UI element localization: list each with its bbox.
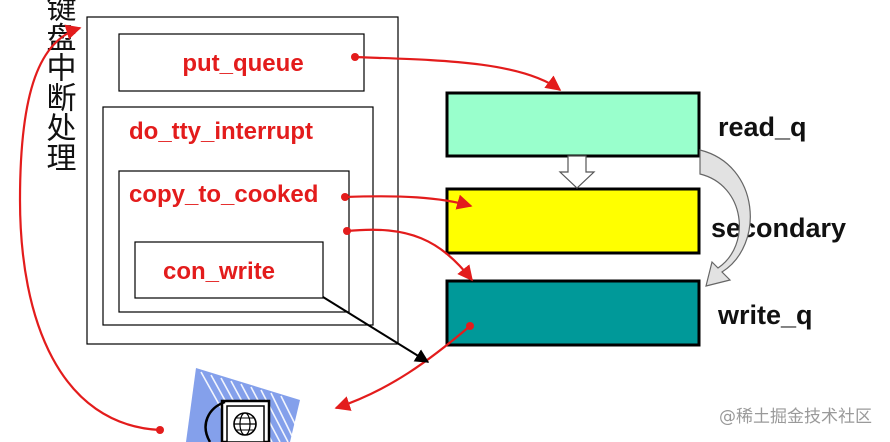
do-tty-interrupt-box: [102, 106, 374, 326]
do-tty-interrupt-label: do_tty_interrupt: [129, 118, 313, 145]
copy-to-cooked-to-secondary-arrow: [344, 194, 473, 210]
put-queue-to-read-q-arrow: [354, 55, 562, 91]
keyboard-to-handler-arrow: [18, 24, 161, 432]
side-label-keyboard-interrupt: 键盘中断处理: [41, 0, 77, 172]
write-q-to-device-arrow: [334, 325, 471, 411]
read-q-label: read_q: [718, 112, 807, 142]
put-queue-label: put_queue: [182, 50, 303, 77]
watermark: @稀土掘金技术社区: [719, 407, 872, 427]
write-q-buffer: [445, 279, 701, 347]
put-queue-box: [118, 33, 365, 92]
secondary-buffer: [445, 187, 701, 255]
con-write-label: con_write: [163, 258, 275, 285]
con-write-box: [134, 241, 324, 299]
outer-handler-box: [86, 16, 399, 345]
read-q-buffer: [445, 91, 701, 158]
con-write-to-device-arrow: [322, 296, 430, 363]
copy-to-cooked-to-write-q-arrow: [346, 228, 473, 282]
copy-to-cooked-label: copy_to_cooked: [129, 181, 318, 208]
keyboard-device-icon: [186, 368, 300, 442]
copy-to-cooked-box: [118, 170, 350, 313]
read-to-write-curve-arrow: [699, 149, 751, 287]
read-to-secondary-arrow: [558, 155, 596, 189]
globe-icon: [233, 412, 257, 436]
secondary-label: secondary: [711, 213, 846, 243]
write-q-label: write_q: [717, 300, 813, 330]
